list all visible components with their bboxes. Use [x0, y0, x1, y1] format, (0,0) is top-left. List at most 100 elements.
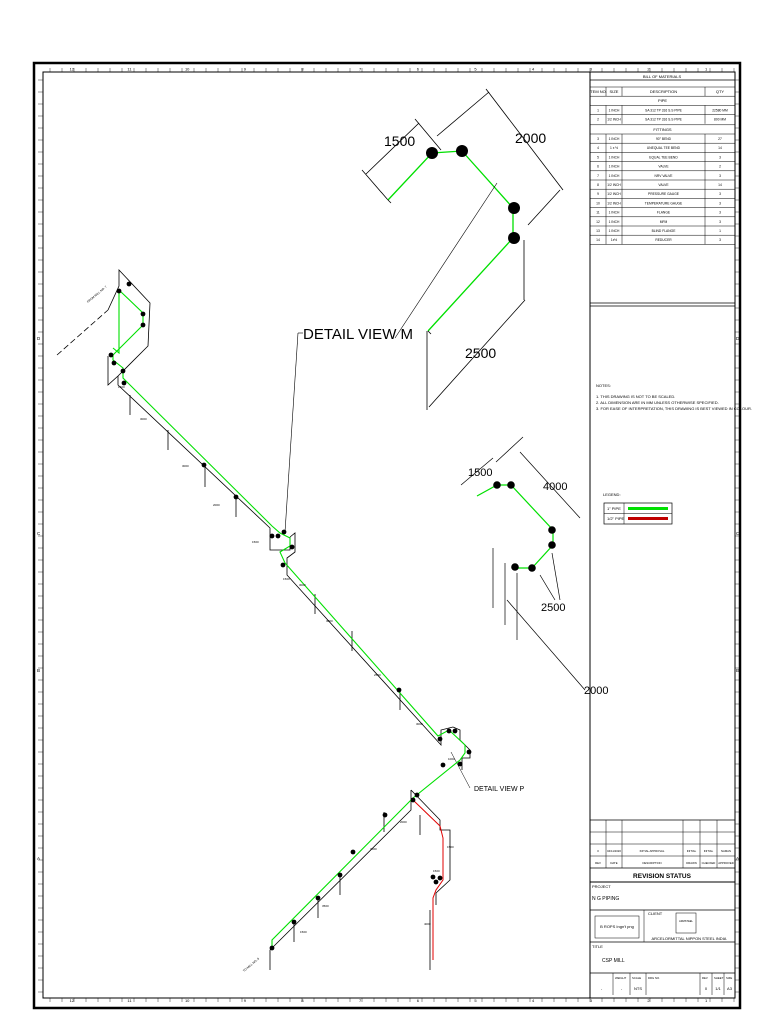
segment-label: 1500 [300, 930, 307, 934]
border-zone-number: 7 [359, 998, 362, 1003]
dim-4000-p: 4000 [543, 481, 567, 493]
bom-cell: 14 [596, 238, 600, 242]
detail-view-p-callout: DETAIL VIEW P [474, 786, 525, 793]
bom-cell: 1/2 INCH [607, 192, 621, 196]
note-item: 1. THIS DRAWING IS NOT TO BE SCALED. [596, 394, 675, 399]
bom-cell: SA 312 TP 316 S.S PIPE [645, 108, 683, 112]
revision-header: REV [595, 861, 601, 865]
border-zone-number: 6 [417, 67, 420, 72]
border-zone-number: 4 [532, 998, 535, 1003]
footer-label: SCALE [632, 976, 641, 980]
segment-label: 1500 [447, 845, 454, 849]
dim-2000-m: 2000 [515, 130, 546, 146]
bom-cell: 1 [719, 229, 721, 233]
border-zone-number: 11 [127, 67, 132, 72]
bom-cell: 3 [719, 238, 721, 242]
segment-label: 1500 [252, 540, 259, 544]
border-zone-number: 5 [474, 67, 477, 72]
border-zone-number: 1 [705, 67, 708, 72]
bom-cell: 3 [719, 201, 721, 205]
border-zone-number: 9 [244, 998, 247, 1003]
bom-cell: 1x½ [611, 238, 617, 242]
client-logo-box [675, 912, 697, 934]
border-zone-number: 12 [70, 67, 75, 72]
title-label: TITLE [592, 944, 603, 949]
bom-cell: 27 [718, 137, 722, 141]
bom-header-cell: ITEM NO. [589, 89, 607, 94]
border-zone-letter: B [736, 668, 739, 673]
client-label: CLIENT [648, 911, 663, 916]
border-zone-number: 9 [244, 67, 247, 72]
border-zone-number: 5 [474, 998, 477, 1003]
client-name: ARCELORMITTAL NIPPON STEEL INDIA [652, 936, 727, 941]
bom-cell: VALVE [658, 183, 669, 187]
bom-cell: 11 [596, 211, 600, 215]
bom-cell: VALVE [658, 165, 669, 169]
bom-cell: 1 INCH [609, 165, 620, 169]
border-zone-letter: D [736, 336, 740, 341]
segment-label: 4000 [424, 922, 431, 926]
footer-value: NTS [634, 986, 642, 991]
title-block: PROJECT N G PIPING B ROPS Ingn't png CLI… [590, 884, 735, 995]
revision-header: DESCRIPTION [642, 861, 661, 865]
project-label: PROJECT [592, 884, 611, 889]
legend-swatch-half-in [628, 517, 668, 520]
dim-2000-p: 2000 [584, 685, 608, 697]
dim-2500-m: 2500 [465, 345, 496, 361]
border-zone-number: 11 [127, 998, 132, 1003]
bom-cell: 12 [596, 220, 600, 224]
legend-label-half-in: 1/2" PIPE [607, 516, 625, 521]
border-zone-number: 10 [185, 998, 190, 1003]
border-zone-letter: C [37, 531, 41, 536]
bom-cell: 5 [597, 155, 599, 159]
footer-label: SIZE [726, 976, 732, 980]
revision-header: DRAWN [686, 861, 696, 865]
footer-value: 1/1 [715, 986, 721, 991]
footer-value: - [621, 986, 623, 991]
revision-header: CHECKED [702, 861, 716, 865]
border-zone-number: 8 [301, 67, 304, 72]
pipe-legend: LEGEND: 1" PIPE 1/2" PIPE [603, 492, 673, 525]
border-zone-number: 8 [301, 998, 304, 1003]
border-zone-letter: A [736, 856, 739, 861]
bom-cell: 3 [719, 220, 721, 224]
bom-section-fittings: FITTINGS [653, 127, 672, 132]
flow-label-from: FROM MILL NO. 7 [86, 284, 108, 303]
segment-label: 1500 [283, 577, 290, 581]
border-zone-number: 10 [185, 67, 190, 72]
vendor-box-text: B ROPS Ingn't png [600, 924, 634, 929]
notes-heading: NOTES: [596, 383, 611, 388]
border-zone-letter: C [736, 531, 740, 536]
note-item: 2. ALL DIMENSION ARE IN MM UNLESS OTHERW… [596, 400, 719, 405]
bom-cell: 1 INCH [609, 174, 620, 178]
flow-label-to: TO MILL NO. 8 [242, 957, 260, 973]
main-isometric-piping: FROM MILL NO. 7 [56, 268, 472, 973]
bom-cell: 2 [719, 165, 721, 169]
bom-cell: 3 [597, 137, 599, 141]
note-item: 3. FOR EASE OF INTERPRETATION, THIS DRAW… [596, 406, 752, 411]
bom-title: BILL OF MATERIALS [643, 74, 682, 79]
segment-label: 3000 [140, 417, 147, 421]
bom-cell: 14 [718, 183, 722, 187]
bom-cell: NRV VALVE [655, 174, 674, 178]
border-zone-number: 2 [647, 998, 650, 1003]
bom-cell: 8 [597, 183, 599, 187]
bom-cell: 10 [596, 201, 600, 205]
legend-label-1in: 1" PIPE [607, 506, 621, 511]
segment-label: 3000 [299, 583, 306, 587]
bom-cell: 1/2 INCH [607, 201, 621, 205]
bom-cell: 14 [718, 146, 722, 150]
bom-cell: 9 [597, 192, 599, 196]
